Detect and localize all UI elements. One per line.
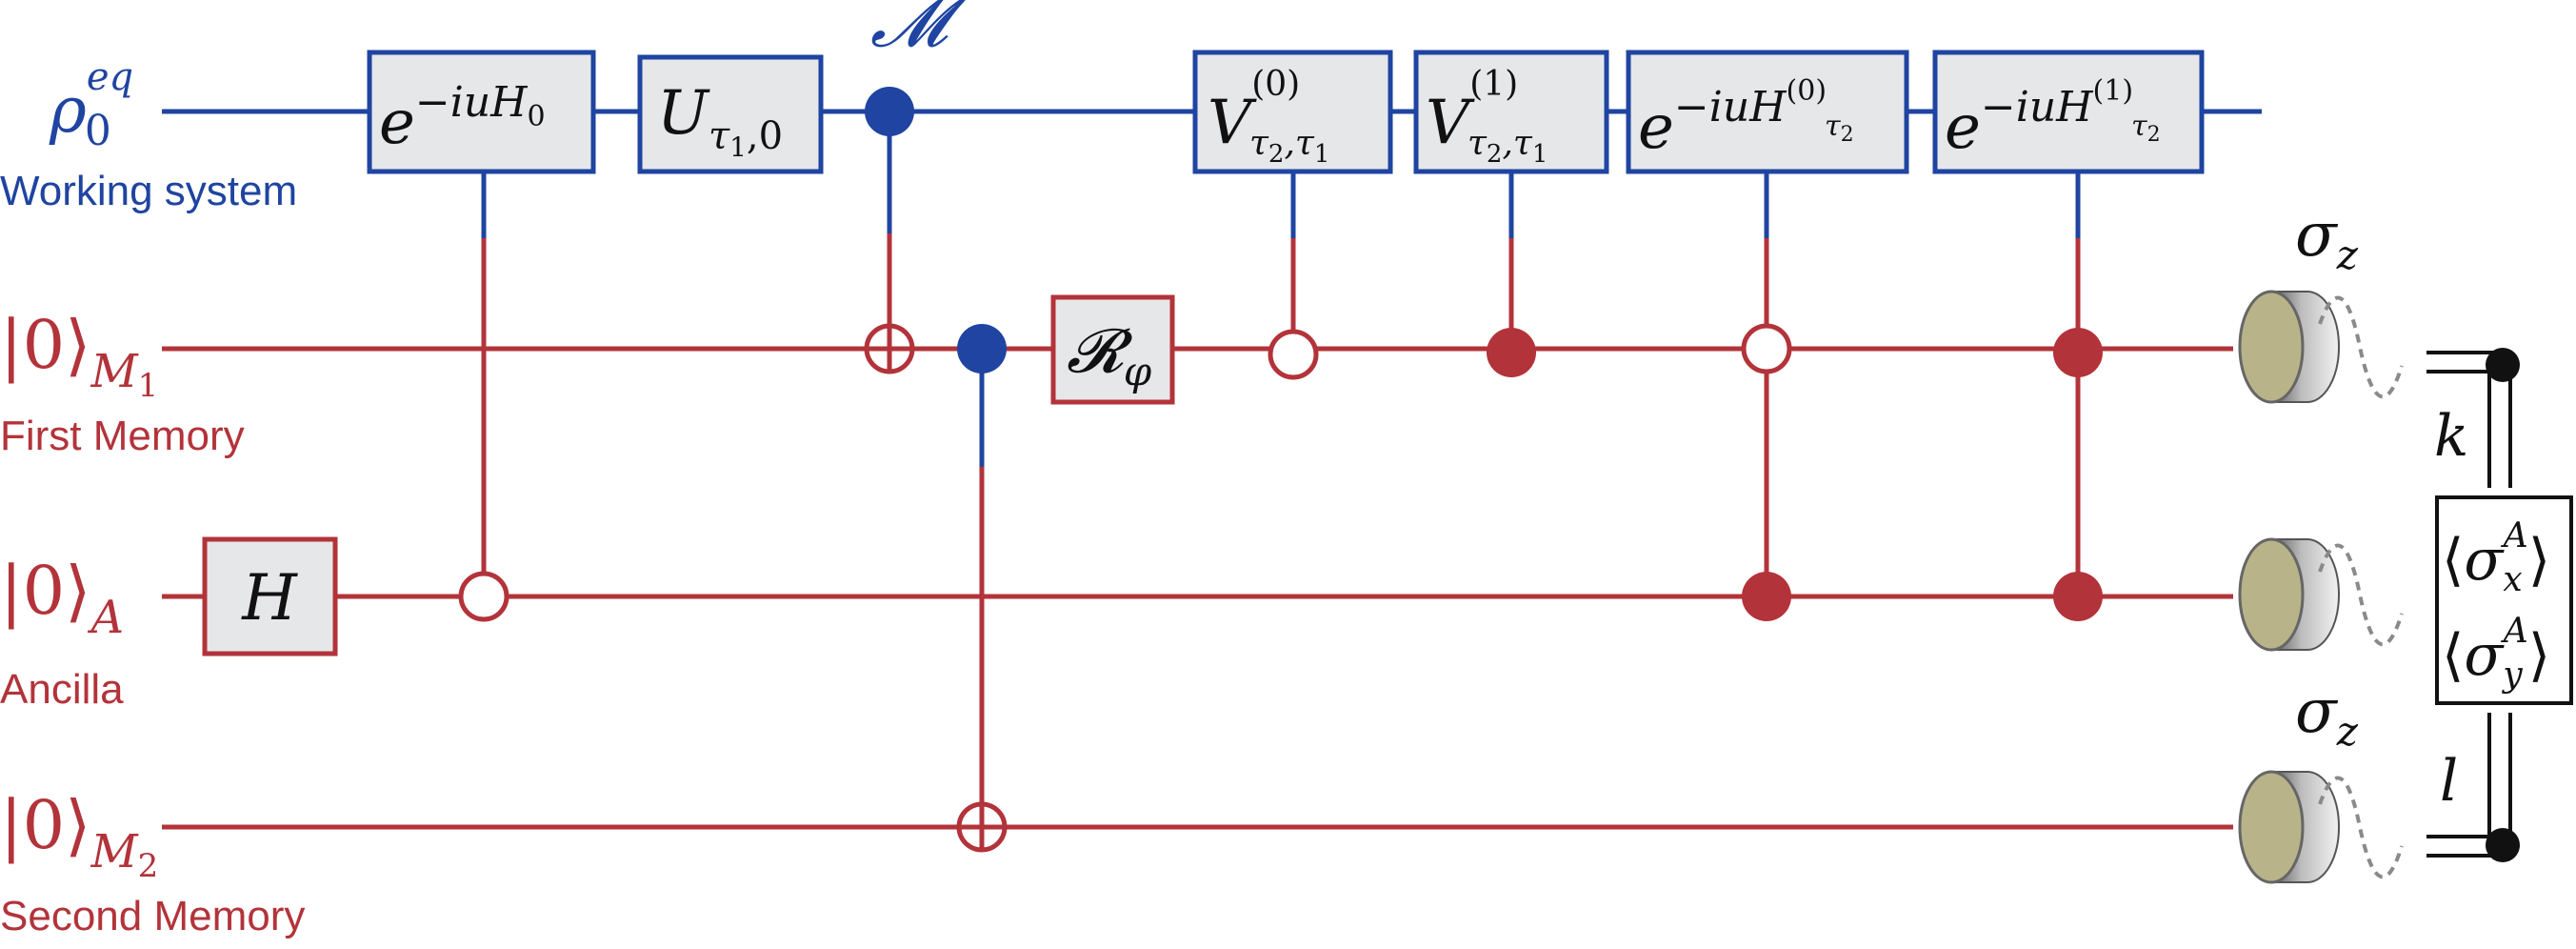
expectation-sigma-x: ⟨σxA⟩	[2442, 516, 2550, 599]
meter-first-memory	[2238, 290, 2404, 404]
ancilla-label: Ancilla	[0, 666, 124, 713]
sigma-z-bottom-label: σz	[2295, 676, 2359, 755]
working-system-state: ρ0eq	[49, 55, 133, 155]
cnot-target-m2	[956, 801, 1008, 853]
filled-control-m1-v1	[1487, 328, 1536, 377]
cnot-target-m1	[864, 323, 915, 374]
gate-evol-h1t-box	[1932, 50, 2205, 174]
classical-bit-l-label: l	[2440, 748, 2458, 815]
classical-wires	[2426, 351, 2512, 858]
gate-v0-subscript: τ2,τ1	[1249, 124, 1329, 169]
classical-bit-k-label: k	[2434, 403, 2468, 470]
gate-evol-h0t-box	[1626, 50, 1909, 174]
first-memory-label: First Memory	[0, 413, 245, 459]
first-memory-ket: |0⟩M1	[0, 306, 158, 405]
sigma-z-top-label: σz	[2295, 200, 2359, 278]
ancilla-expectation-box	[2435, 495, 2573, 705]
measurement-m-label: 𝓜	[870, 0, 967, 62]
gate-evol-h0-box	[367, 50, 596, 174]
open-control-m1-v0	[1268, 329, 1319, 380]
gate-v0-label: V(0)	[1208, 65, 1300, 158]
meter-second-memory	[2238, 770, 2404, 884]
open-control-m1-evol-h0t	[1741, 323, 1792, 374]
classical-control-dot-top	[2486, 348, 2520, 382]
gate-rotation-box	[1050, 294, 1175, 405]
gate-hadamard-box	[202, 536, 338, 656]
working-system-label: Working system	[0, 168, 297, 214]
filled-control-ancilla-evol-h0t	[1742, 572, 1791, 621]
filled-control-ancilla-evol-h1t	[2053, 572, 2103, 621]
gate-evol-h0t-subscript: τ2	[1825, 110, 1854, 147]
gate-v1-box	[1413, 50, 1609, 174]
second-memory-ket: |0⟩M2	[0, 786, 158, 885]
meter-ancilla	[2238, 537, 2404, 652]
gate-v1-subscript: τ2,τ1	[1468, 124, 1548, 169]
gate-evol-h1t-label: e−iuH(1)	[1945, 74, 2133, 163]
ancilla-ket: |0⟩A	[0, 552, 124, 644]
gate-u-tau-label: Uτ1,0	[657, 78, 783, 163]
gate-evol-h1t-subscript: τ2	[2131, 110, 2161, 147]
control-dot-m1-to-m2	[957, 324, 1007, 374]
control-dot-m	[865, 87, 914, 136]
gate-hadamard-label: H	[241, 561, 298, 635]
filled-control-m1-evol-h1t	[2053, 328, 2103, 377]
expectation-sigma-y: ⟨σyA⟩	[2442, 612, 2550, 695]
gate-v1-label: V(1)	[1426, 65, 1518, 158]
open-control-ancilla-evol-h0	[458, 571, 509, 622]
gate-v0-box	[1192, 50, 1393, 174]
classical-control-dot-bottom	[2486, 828, 2520, 862]
gate-u-tau-box	[637, 54, 824, 174]
second-memory-label: Second Memory	[0, 893, 305, 939]
gate-evol-h0-label: e−iuH0	[379, 78, 546, 158]
gate-evol-h0t-label: e−iuH(0)	[1638, 74, 1827, 163]
gate-rotation-label: 𝓡φ	[1067, 316, 1152, 394]
